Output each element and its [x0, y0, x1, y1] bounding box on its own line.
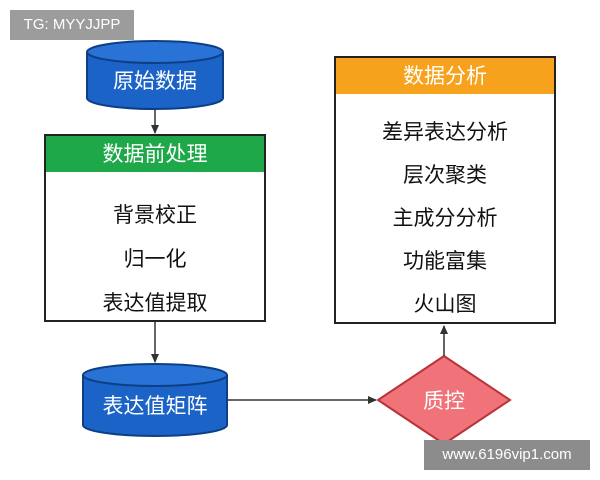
watermark-bottom: www.6196vip1.com: [424, 440, 590, 470]
analysis-title: 数据分析: [336, 58, 554, 94]
raw-data-cylinder-top: [86, 40, 224, 64]
watermark-top: TG: MYYJJPP: [10, 10, 134, 40]
analysis-item: 功能富集: [403, 249, 487, 273]
expr-matrix-cylinder: 表达值矩阵: [82, 363, 228, 437]
analysis-box: 数据分析 差异表达分析 层次聚类 主成分分析 功能富集 火山图: [334, 56, 556, 324]
analysis-item: 层次聚类: [403, 163, 487, 187]
expr-matrix-cylinder-body: [82, 375, 228, 437]
analysis-items: 差异表达分析 层次聚类 主成分分析 功能富集 火山图: [336, 94, 554, 322]
expr-matrix-label: 表达值矩阵: [103, 394, 208, 418]
preprocess-box: 数据前处理 背景校正 归一化 表达值提取: [44, 134, 266, 322]
preprocess-items: 背景校正 归一化 表达值提取: [46, 172, 264, 320]
expr-matrix-cylinder-top: [82, 363, 228, 387]
raw-data-cylinder-body: [86, 52, 224, 110]
analysis-item: 火山图: [413, 292, 477, 316]
preprocess-item: 背景校正: [113, 203, 197, 227]
analysis-item: 差异表达分析: [382, 120, 508, 144]
raw-data-label: 原始数据: [113, 69, 197, 93]
qc-diamond: 质控: [376, 354, 512, 446]
preprocess-title: 数据前处理: [46, 136, 264, 172]
analysis-item: 主成分分析: [392, 206, 498, 230]
raw-data-cylinder: 原始数据: [86, 40, 224, 110]
qc-label: 质控: [423, 389, 465, 413]
preprocess-item: 归一化: [123, 247, 187, 271]
preprocess-item: 表达值提取: [102, 291, 208, 315]
